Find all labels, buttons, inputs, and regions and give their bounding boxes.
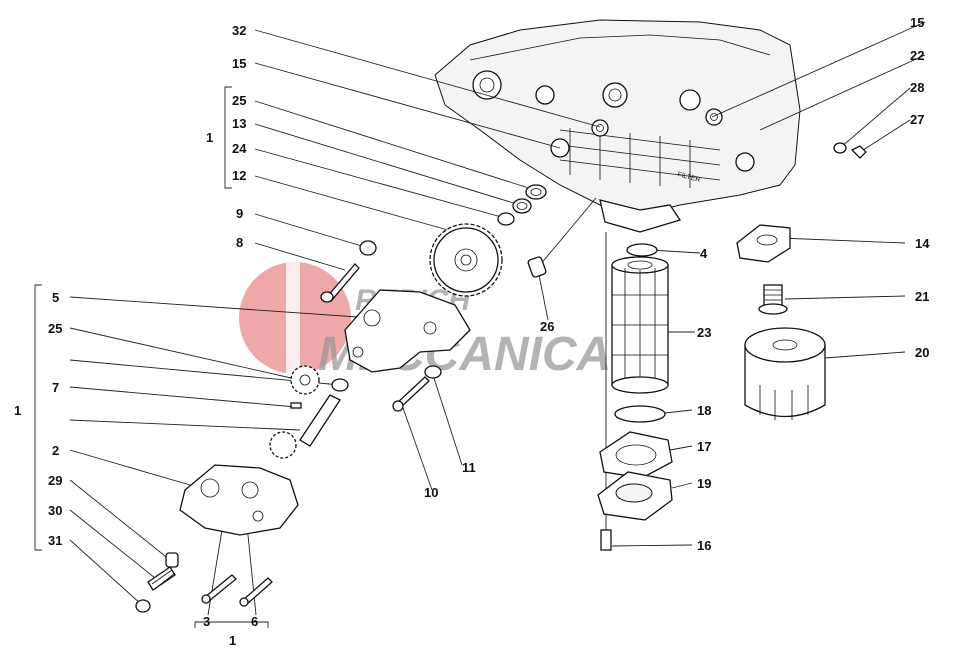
callout-20: 20 (915, 345, 929, 360)
callout-14: 14 (915, 236, 930, 251)
plug-27 (850, 145, 867, 159)
leader-lines (69, 21, 926, 616)
callout-15b: 15 (910, 15, 924, 30)
callout-12: 12 (232, 168, 246, 183)
callout-7: 7 (52, 380, 59, 395)
washer-28 (833, 142, 847, 154)
pump-housing-2 (179, 464, 299, 536)
oil-filter-20 (744, 344, 826, 418)
callout-19: 19 (697, 476, 711, 491)
callout-26: 26 (540, 319, 554, 334)
callout-25a: 25 (232, 93, 246, 108)
callout-31: 31 (48, 533, 62, 548)
callout-13: 13 (232, 116, 246, 131)
callout-28: 28 (910, 80, 924, 95)
bearing-13 (512, 198, 532, 214)
callout-8: 8 (236, 235, 243, 250)
callout-30: 30 (48, 503, 62, 518)
callout-32: 32 (232, 23, 246, 38)
gasket-17 (599, 431, 673, 479)
group-brackets (34, 86, 269, 628)
callout-6: 6 (251, 614, 258, 629)
washer-11 (424, 365, 442, 379)
callout-2: 2 (52, 443, 59, 458)
callout-11: 11 (462, 460, 476, 475)
callout-1-left: 1 (14, 403, 21, 418)
pump-gear-25 (290, 365, 320, 395)
callout-22: 22 (910, 48, 924, 63)
callout-23: 23 (697, 325, 711, 340)
oil-filter-assembly (597, 142, 867, 551)
callout-18: 18 (697, 403, 711, 418)
callout-3: 3 (203, 614, 210, 629)
ring-24 (497, 212, 515, 226)
callout-10: 10 (424, 485, 438, 500)
callout-29: 29 (48, 473, 62, 488)
engine-crankcase: FILTER (434, 19, 801, 233)
o-ring-4 (626, 243, 658, 257)
pump-shaft (299, 394, 341, 447)
callout-16: 16 (697, 538, 711, 553)
callout-labels: 32 15 25 13 24 12 1 9 8 5 25 7 1 2 29 30… (14, 15, 930, 648)
plug-31 (135, 599, 151, 613)
screw-16 (600, 529, 612, 551)
seal-ring-25 (525, 184, 547, 200)
callout-24: 24 (232, 141, 247, 156)
callout-5: 5 (52, 290, 59, 305)
callout-27: 27 (910, 112, 924, 127)
callout-1-bottom: 1 (229, 633, 236, 648)
pump-cover-5 (344, 289, 471, 373)
oil-pump-assembly (135, 184, 547, 613)
callout-1-top: 1 (206, 130, 213, 145)
callout-21: 21 (915, 289, 929, 304)
valve-29 (165, 552, 179, 568)
callout-17: 17 (697, 439, 711, 454)
o-ring-18 (614, 405, 666, 423)
bushing-26 (527, 256, 547, 278)
washer-14 (736, 224, 791, 263)
washer-9 (359, 240, 377, 256)
callout-15a: 15 (232, 56, 246, 71)
callout-25b: 25 (48, 321, 62, 336)
callout-4: 4 (700, 246, 708, 261)
pin-7 (290, 402, 302, 409)
callout-9: 9 (236, 206, 243, 221)
